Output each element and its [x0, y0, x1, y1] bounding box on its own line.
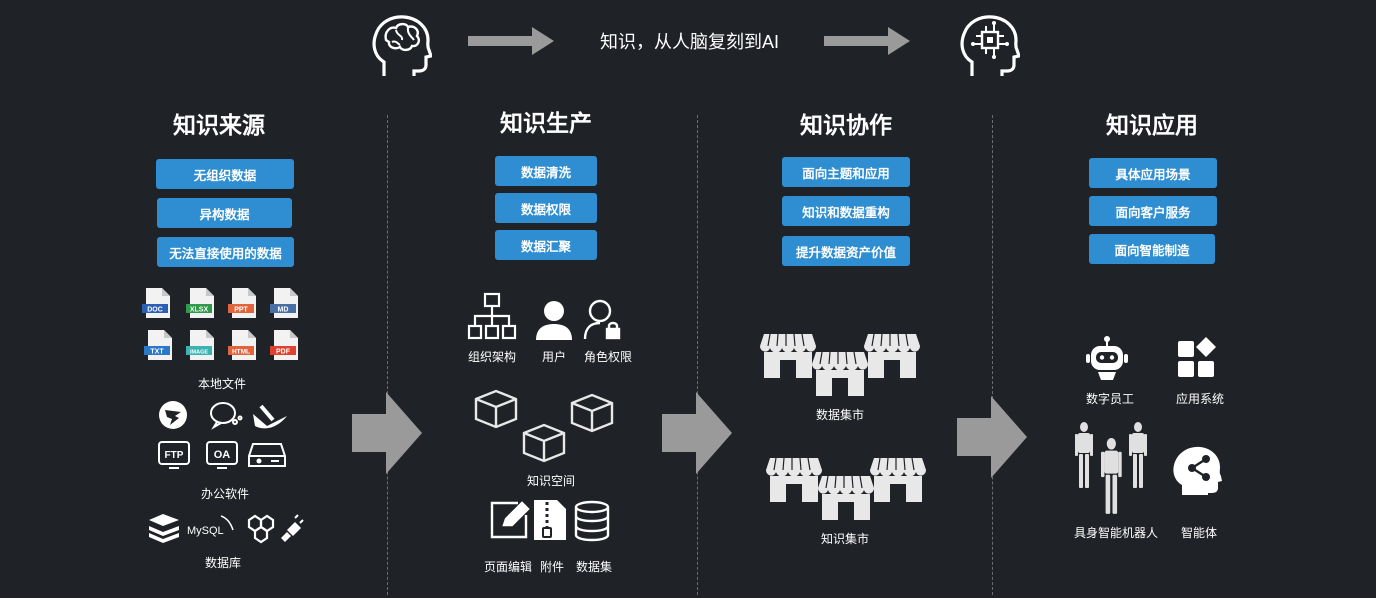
svg-text:FTP: FTP — [165, 450, 184, 461]
tag-data-restructure: 知识和数据重构 — [782, 196, 910, 226]
nas-storage-icon — [248, 443, 286, 467]
svg-text:HTML: HTML — [232, 349, 250, 356]
feishu-icon — [253, 404, 287, 429]
arrow-right-icon — [824, 27, 910, 55]
perm-label-role: 角色权限 — [583, 350, 632, 364]
role-permission-icon — [583, 299, 623, 341]
svg-text:TXT: TXT — [150, 349, 164, 356]
flow-arrow-icon — [352, 392, 422, 474]
humanoid-robots-icon — [1073, 420, 1155, 518]
hexagon-cluster-icon — [247, 514, 275, 544]
doc-file-icon: DOC — [142, 288, 170, 318]
perm-label-org: 组织架构 — [467, 350, 516, 364]
local-files-icons: DOC XLSX PPT MD TXT IMAGE HTML PDF — [140, 286, 310, 366]
svg-text:IMAGE: IMAGE — [190, 350, 208, 356]
oa-icon: OA — [206, 441, 238, 469]
redis-icon — [149, 514, 179, 543]
column-title-source: 知识来源 — [173, 112, 265, 138]
header-title: 知识，从人脑复刻到AI — [600, 32, 780, 52]
user-icon — [534, 300, 574, 342]
office-software-caption: 办公软件 — [200, 487, 249, 501]
office-software-icons: FTP OA — [155, 398, 295, 474]
data-market-icon — [760, 330, 922, 400]
knowledge-space-caption: 知识空间 — [526, 474, 575, 488]
database-caption: 数据库 — [204, 556, 241, 570]
svg-text:MD: MD — [278, 307, 289, 314]
content-label-attachment: 附件 — [539, 560, 564, 574]
org-structure-icon — [467, 292, 517, 342]
column-divider — [697, 115, 698, 595]
md-file-icon: MD — [270, 288, 298, 318]
svg-text:PPT: PPT — [234, 307, 248, 314]
tag-topic-oriented: 面向主题和应用 — [782, 157, 910, 187]
tag-heterogeneous-data: 异构数据 — [157, 198, 292, 228]
robot-icon — [1085, 335, 1129, 381]
tag-smart-manufacturing: 面向智能制造 — [1089, 234, 1215, 264]
html-file-icon: HTML — [228, 330, 256, 360]
svg-text:OA: OA — [214, 449, 231, 461]
app-system-icon — [1176, 337, 1220, 381]
knowledge-market-caption: 知识集市 — [820, 532, 869, 546]
wechat-work-icon — [210, 402, 243, 430]
agent-head-share-icon — [1172, 443, 1222, 497]
app-label-app-system: 应用系统 — [1175, 392, 1224, 406]
tag-data-aggregation: 数据汇聚 — [495, 230, 597, 260]
mysql-icon: MySQL — [187, 515, 234, 537]
tag-asset-value: 提升数据资产价值 — [782, 236, 910, 266]
data-market-caption: 数据集市 — [815, 408, 864, 422]
tag-application-scenario: 具体应用场景 — [1089, 158, 1217, 188]
plug-connector-icon — [281, 514, 304, 542]
column-title-production: 知识生产 — [500, 110, 592, 136]
tag-unorganized-data: 无组织数据 — [156, 159, 294, 189]
app-label-embodied-robot: 具身智能机器人 — [1073, 526, 1158, 540]
app-label-agent: 智能体 — [1180, 526, 1217, 540]
human-brain-icon — [370, 10, 432, 80]
column-divider — [387, 115, 388, 595]
dingtalk-icon — [159, 401, 187, 429]
app-label-digital-employee: 数字员工 — [1085, 392, 1134, 406]
ppt-file-icon: PPT — [228, 288, 256, 318]
ai-chip-head-icon — [958, 10, 1020, 80]
svg-text:DOC: DOC — [147, 307, 163, 314]
knowledge-space-icon — [470, 385, 620, 470]
flow-arrow-icon — [957, 396, 1027, 478]
content-label-page-edit: 页面编辑 — [483, 560, 532, 574]
local-files-caption: 本地文件 — [197, 377, 246, 391]
perm-label-user: 用户 — [541, 350, 566, 364]
tag-unusable-data: 无法直接使用的数据 — [157, 237, 294, 267]
txt-file-icon: TXT — [144, 330, 172, 360]
column-title-collaboration: 知识协作 — [800, 112, 892, 138]
pdf-file-icon: PDF — [270, 330, 298, 360]
dataset-icon — [572, 500, 612, 542]
svg-text:PDF: PDF — [276, 349, 291, 356]
ftp-icon: FTP — [158, 441, 190, 469]
tag-customer-service: 面向客户服务 — [1089, 196, 1217, 226]
image-file-icon: IMAGE — [186, 330, 214, 360]
attachment-zip-icon — [531, 498, 569, 542]
svg-text:MySQL: MySQL — [187, 525, 224, 537]
knowledge-market-icon — [766, 454, 928, 524]
flow-arrow-icon — [662, 392, 732, 474]
xlsx-file-icon: XLSX — [186, 288, 214, 318]
svg-text:XLSX: XLSX — [190, 307, 209, 314]
column-title-application: 知识应用 — [1106, 112, 1198, 138]
page-edit-icon — [488, 499, 530, 541]
content-label-dataset: 数据集 — [575, 560, 612, 574]
tag-data-permission: 数据权限 — [495, 193, 597, 223]
column-divider — [992, 115, 993, 595]
arrow-right-icon — [468, 27, 554, 55]
database-icons: MySQL — [145, 510, 305, 546]
tag-data-cleaning: 数据清洗 — [495, 156, 597, 186]
